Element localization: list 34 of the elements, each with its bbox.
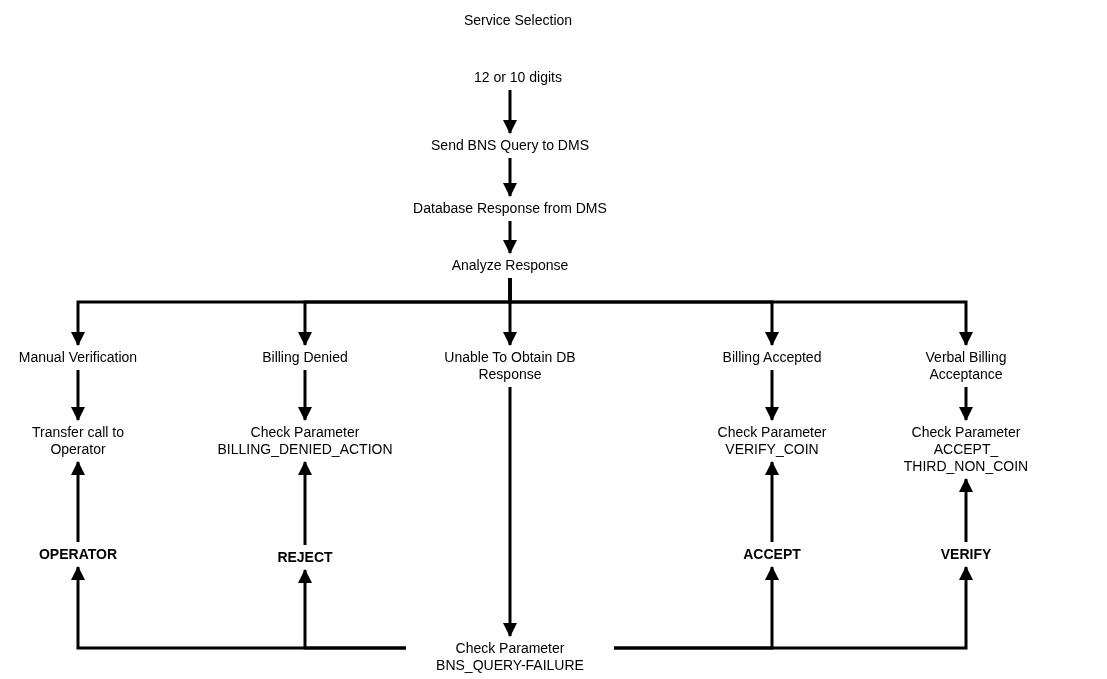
arrow — [614, 566, 973, 650]
arrow — [298, 370, 312, 421]
flow-step-text: ACCEPT — [743, 546, 801, 563]
arrow — [503, 90, 517, 134]
flow-step-text: Database Response from DMS — [413, 200, 607, 217]
arrow — [71, 370, 85, 421]
arrow — [71, 461, 85, 542]
flow-step-text: Unable To Obtain DB Response — [430, 349, 590, 383]
flow-step-text: 12 or 10 digits — [474, 69, 562, 86]
flow-step-text: Check Parameter VERIFY_COIN — [697, 424, 847, 458]
arrow — [765, 370, 779, 421]
arrow — [503, 158, 517, 197]
flow-step-text: VERIFY — [940, 546, 992, 563]
flow-step-text: Service Selection — [463, 12, 573, 29]
flow-step-text: Check Parameter BILLING_DENIED_ACTION — [185, 424, 425, 458]
arrow — [503, 387, 517, 637]
flow-step-text: Billing Denied — [262, 349, 348, 366]
flow-step-text: Send BNS Query to DMS — [431, 137, 589, 154]
flow-step-text: Verbal Billing Acceptance — [906, 349, 1026, 383]
arrow — [298, 461, 312, 545]
flow-step-text: Check Parameter ACCEPT_ THIRD_NON_COIN — [898, 424, 1034, 475]
flow-step-text: Billing Accepted — [722, 349, 822, 366]
flow-step-text: Check Parameter BNS_QUERY-FAILURE — [410, 640, 610, 674]
flow-step-text: OPERATOR — [39, 546, 117, 563]
arrow — [959, 478, 973, 542]
flow-step-text: Manual Verification — [18, 349, 138, 366]
flow-step-text: Analyze Response — [451, 257, 569, 274]
arrow — [508, 278, 973, 346]
arrow — [503, 221, 517, 254]
flow-step-text: REJECT — [277, 549, 333, 566]
arrow — [298, 569, 406, 650]
flow-step-text: Transfer call to Operator — [18, 424, 138, 458]
arrow — [765, 461, 779, 542]
arrow — [959, 387, 973, 421]
